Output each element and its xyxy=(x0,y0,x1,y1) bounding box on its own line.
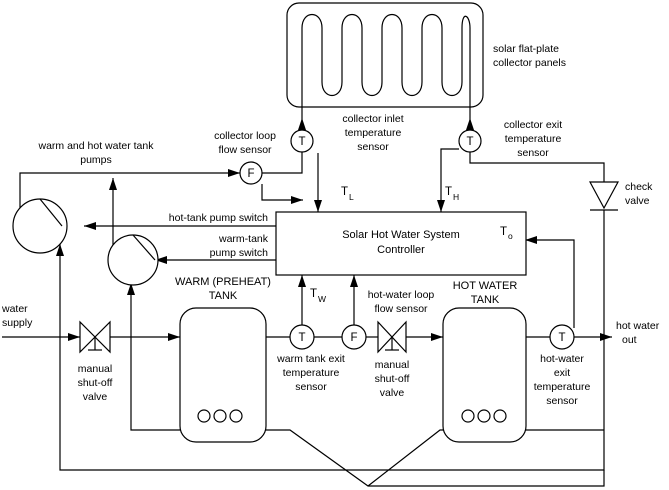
svg-text:T: T xyxy=(341,186,348,198)
hot-tank-pump-switch-label: hot-tank pump switch xyxy=(169,212,268,224)
manual-valve-mid xyxy=(377,320,407,354)
svg-text:warm-tank: warm-tank xyxy=(218,233,269,245)
solar-panels-label: solar flat-plate collector panels xyxy=(493,43,566,69)
svg-text:sensor: sensor xyxy=(546,395,578,407)
svg-text:warm tank exit: warm tank exit xyxy=(276,353,345,365)
svg-text:hot-water: hot-water xyxy=(540,353,584,365)
svg-text:hot-water loop: hot-water loop xyxy=(368,289,435,301)
svg-text:T: T xyxy=(466,136,473,148)
controller-box: Solar Hot Water System Controller xyxy=(275,211,527,276)
tl-signal-label: T L xyxy=(341,186,354,202)
hot-water-exit-label: hot-water exit temperature sensor xyxy=(534,353,591,407)
svg-text:T: T xyxy=(310,288,317,300)
hot-water-tank xyxy=(442,307,527,443)
svg-text:temperature: temperature xyxy=(345,127,402,139)
svg-text:valve: valve xyxy=(83,391,108,403)
svg-text:sensor: sensor xyxy=(357,141,389,153)
svg-text:supply: supply xyxy=(2,317,33,329)
tw-signal-label: T W xyxy=(310,288,326,304)
collector-inlet-sensor: T xyxy=(290,129,314,153)
hot-water-out-label: hot water out xyxy=(616,320,660,346)
pumps-label: warm and hot water tank pumps xyxy=(38,140,155,166)
svg-text:valve: valve xyxy=(625,195,650,207)
svg-text:solar flat-plate: solar flat-plate xyxy=(493,43,559,55)
svg-text:F: F xyxy=(350,332,357,344)
svg-text:HOT WATER: HOT WATER xyxy=(453,280,518,292)
svg-text:out: out xyxy=(622,334,637,346)
manual-valve-left xyxy=(79,320,111,354)
collector-loop-flow-sensor: F xyxy=(239,161,263,185)
svg-text:exit: exit xyxy=(554,367,570,379)
svg-text:T: T xyxy=(298,332,305,344)
svg-text:pumps: pumps xyxy=(80,154,112,166)
svg-text:H: H xyxy=(453,192,459,202)
hot-water-exit-sensor: T xyxy=(549,324,575,350)
svg-text:T: T xyxy=(445,186,452,198)
svg-text:manual: manual xyxy=(375,359,409,371)
svg-text:collector panels: collector panels xyxy=(493,57,566,69)
svg-text:WARM (PREHEAT): WARM (PREHEAT) xyxy=(175,276,271,288)
svg-text:Controller: Controller xyxy=(377,244,425,256)
warm-tank-exit-label: warm tank exit temperature sensor xyxy=(276,353,345,393)
warm-preheat-tank xyxy=(179,307,267,443)
svg-text:W: W xyxy=(318,294,326,304)
svg-text:flow sensor: flow sensor xyxy=(374,303,428,315)
svg-text:TANK: TANK xyxy=(471,294,500,306)
th-signal-label: T H xyxy=(445,186,459,202)
svg-text:TANK: TANK xyxy=(209,290,238,302)
svg-text:collector exit: collector exit xyxy=(504,119,562,131)
svg-text:shut-off: shut-off xyxy=(375,373,410,385)
warm-tank-pump xyxy=(107,234,159,286)
collector-inlet-label: collector inlet temperature sensor xyxy=(342,113,403,153)
collector-exit-label: collector exit temperature sensor xyxy=(504,119,562,159)
svg-text:T: T xyxy=(500,226,507,238)
svg-text:manual: manual xyxy=(78,363,112,375)
svg-text:temperature: temperature xyxy=(283,367,340,379)
collector-exit-sensor: T xyxy=(458,129,482,153)
water-supply-label: water supply xyxy=(1,303,33,329)
svg-text:o: o xyxy=(508,231,513,241)
hot-tank-pump xyxy=(12,198,68,254)
manual-valve-mid-label: manual shut-off valve xyxy=(375,359,410,399)
svg-text:collector inlet: collector inlet xyxy=(342,113,403,125)
svg-text:warm and hot water tank: warm and hot water tank xyxy=(38,140,155,152)
warm-tank-label: WARM (PREHEAT) TANK xyxy=(175,276,271,302)
check-valve-label: check valve xyxy=(625,181,653,207)
hot-water-loop-flow-sensor: F xyxy=(341,324,367,350)
svg-text:T: T xyxy=(558,332,565,344)
to-signal-label: T o xyxy=(500,226,513,241)
svg-text:T: T xyxy=(298,136,305,148)
svg-text:hot water: hot water xyxy=(616,320,660,332)
solar-collector-panel xyxy=(286,2,484,108)
hot-water-loop-flow-label: hot-water loop flow sensor xyxy=(368,289,435,315)
svg-text:shut-off: shut-off xyxy=(78,377,113,389)
svg-text:sensor: sensor xyxy=(295,381,327,393)
arrowheads xyxy=(56,118,612,341)
svg-text:pump switch: pump switch xyxy=(210,247,269,259)
svg-text:L: L xyxy=(349,192,354,202)
svg-text:water: water xyxy=(1,303,28,315)
svg-text:valve: valve xyxy=(380,387,405,399)
svg-text:flow sensor: flow sensor xyxy=(218,144,272,156)
warm-tank-exit-sensor: T xyxy=(289,324,315,350)
manual-valve-left-label: manual shut-off valve xyxy=(78,363,113,403)
svg-text:F: F xyxy=(247,168,254,180)
svg-text:collector loop: collector loop xyxy=(214,130,276,142)
svg-text:check: check xyxy=(625,181,653,193)
collector-loop-flow-label: collector loop flow sensor xyxy=(214,130,276,156)
svg-text:temperature: temperature xyxy=(534,381,591,393)
warm-tank-pump-switch-label: warm-tank pump switch xyxy=(210,233,269,259)
svg-text:sensor: sensor xyxy=(517,147,549,159)
svg-text:temperature: temperature xyxy=(505,133,562,145)
svg-text:Solar Hot Water System: Solar Hot Water System xyxy=(342,229,460,241)
check-valve xyxy=(588,181,620,211)
hot-tank-label: HOT WATER TANK xyxy=(453,280,518,306)
